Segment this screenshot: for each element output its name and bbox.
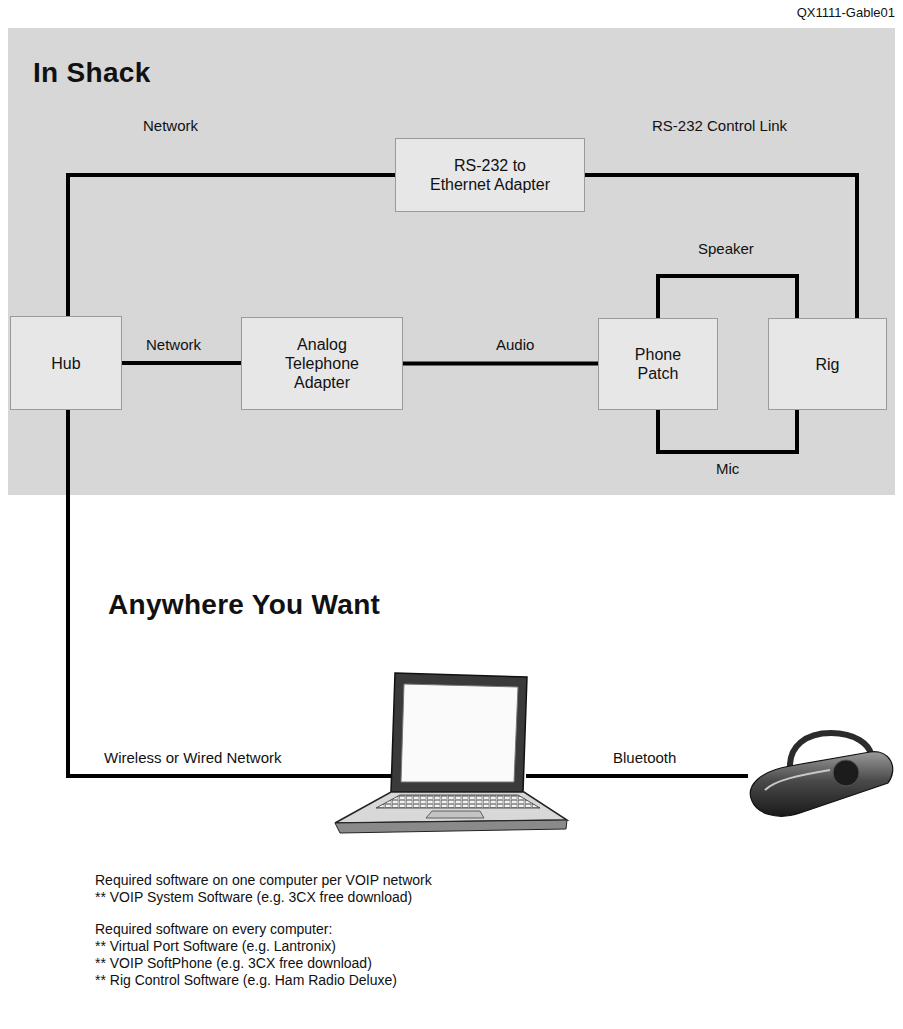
note-text: ** VOIP System Software (e.g. 3CX free d… xyxy=(95,889,412,905)
headset-earbud xyxy=(833,760,859,786)
laptop-keyboard xyxy=(376,795,540,808)
patch-box: Phone Patch xyxy=(598,318,718,410)
headset-illustration xyxy=(750,733,892,816)
headset-body xyxy=(750,752,892,817)
connector-label: Network xyxy=(146,336,201,353)
connector-label: Network xyxy=(143,117,198,134)
figure-id: QX1111-Gable01 xyxy=(797,5,895,20)
link-label: Bluetooth xyxy=(613,749,676,766)
connector-label: Audio xyxy=(496,336,534,353)
box-label: Analog Telephone Adapter xyxy=(272,335,372,392)
note-text: Required software on one computer per VO… xyxy=(95,872,432,888)
rig-box: Rig xyxy=(768,318,887,410)
note-text: Required software on every computer: xyxy=(95,921,332,937)
region-band: In ShackRS-232 to Ethernet AdapterHub Ana… xyxy=(8,28,895,495)
laptop-illustration xyxy=(335,673,567,833)
section-heading: Anywhere You Want xyxy=(108,589,380,621)
laptop-lid xyxy=(391,673,527,792)
laptop-base xyxy=(335,792,567,823)
box-label: RS-232 to Ethernet Adapter xyxy=(425,156,555,194)
connector-label: Speaker xyxy=(698,240,754,257)
hub-box: Hub xyxy=(10,316,122,410)
region-heading: In Shack xyxy=(33,57,151,89)
link-label: Wireless or Wired Network xyxy=(104,749,282,766)
box-label: Phone Patch xyxy=(623,345,693,383)
headset-highlight xyxy=(765,770,830,790)
laptop-touchpad xyxy=(426,811,484,818)
box-label: Hub xyxy=(51,354,80,373)
connector-line xyxy=(403,362,598,366)
laptop-screen xyxy=(401,684,518,782)
bluetooth-link xyxy=(526,774,748,778)
note-text: ** VOIP SoftPhone (e.g. 3CX free downloa… xyxy=(95,955,372,971)
laptop-front xyxy=(335,820,567,833)
adapter-box: RS-232 to Ethernet Adapter xyxy=(395,138,585,212)
box-label: Rig xyxy=(815,355,839,374)
note-text: ** Virtual Port Software (e.g. Lantronix… xyxy=(95,938,336,954)
note-text: ** Rig Control Software (e.g. Ham Radio … xyxy=(95,972,397,988)
adapter-box: Analog Telephone Adapter xyxy=(241,317,403,410)
connector-label: RS-232 Control Link xyxy=(652,117,787,134)
connector-label: Mic xyxy=(716,460,739,477)
connector-line xyxy=(122,361,241,365)
